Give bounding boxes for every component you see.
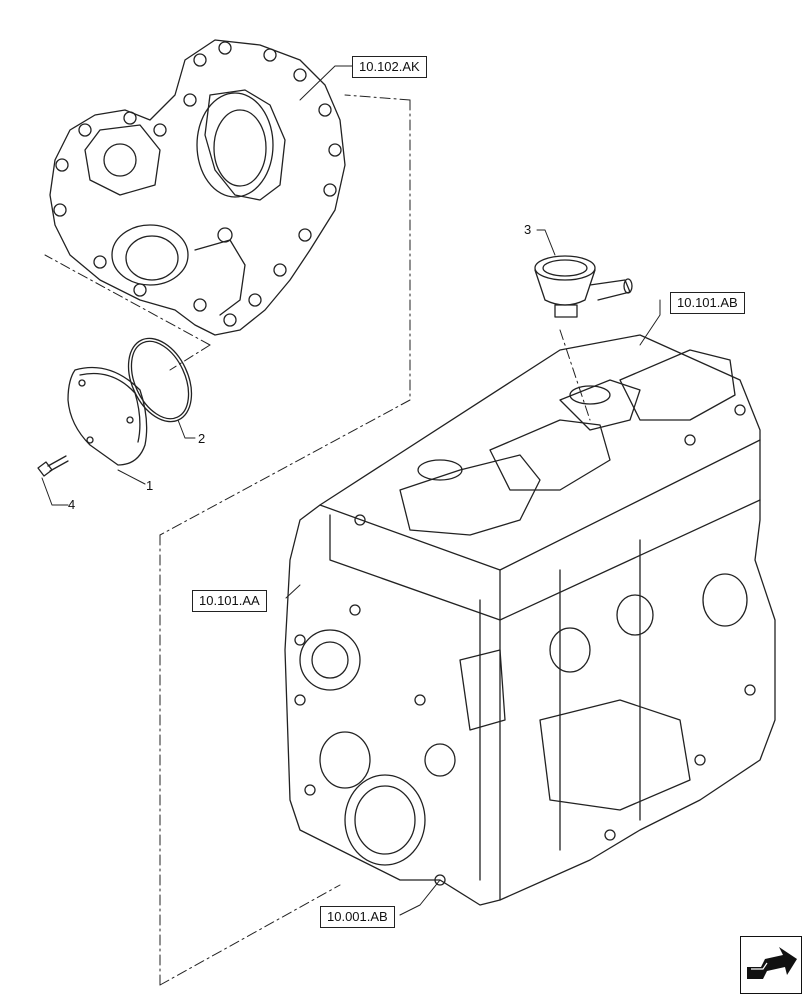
o-ring bbox=[127, 337, 193, 423]
ref-box-engine-block[interactable]: 10.101.AA bbox=[192, 590, 267, 612]
callout-cover-plate: 1 bbox=[146, 478, 154, 493]
ref-box-cylinder-head[interactable]: 10.101.AB bbox=[670, 292, 745, 314]
bolt bbox=[37, 455, 69, 477]
engine-block bbox=[284, 334, 776, 906]
ref-box-crankshaft[interactable]: 10.001.AB bbox=[320, 906, 395, 928]
timing-cover bbox=[49, 39, 346, 336]
cover-plate bbox=[67, 366, 148, 466]
arrow-icon bbox=[747, 947, 797, 979]
ref-box-timing-cover[interactable]: 10.102.AK bbox=[352, 56, 427, 78]
callout-breather: 3 bbox=[524, 222, 532, 237]
breather-cap bbox=[534, 255, 633, 318]
callout-o-ring: 2 bbox=[198, 431, 206, 446]
next-page-arrow-icon[interactable] bbox=[740, 936, 802, 994]
callout-bolt: 4 bbox=[68, 497, 76, 512]
